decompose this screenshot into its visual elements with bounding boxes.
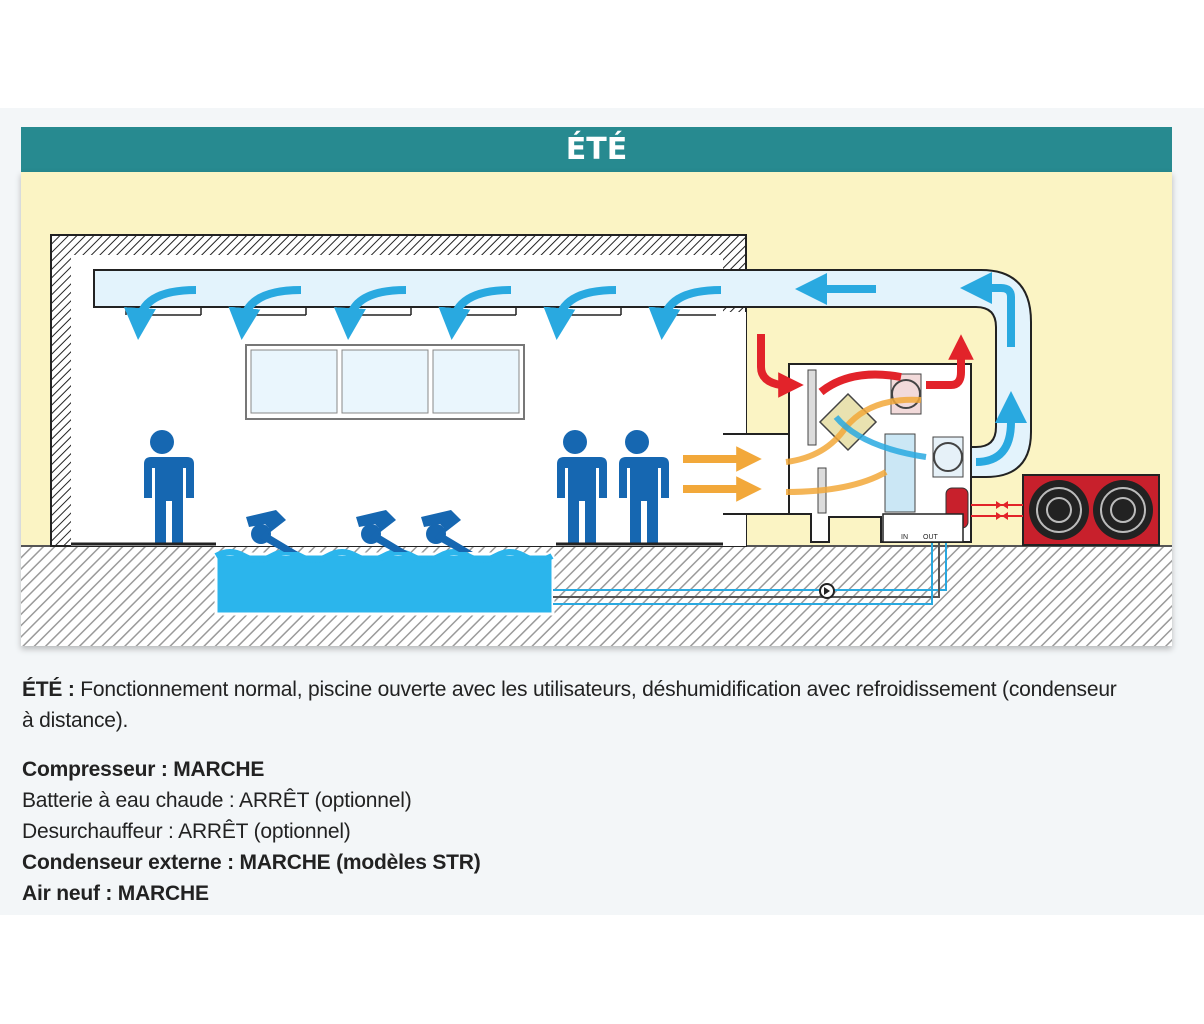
status-hot-water-coil: Batterie à eau chaude : ARRÊT (optionnel… xyxy=(22,789,412,812)
page-title: ÉTÉ xyxy=(21,127,1172,172)
pool xyxy=(214,549,555,616)
remote-condenser xyxy=(1022,474,1160,546)
refrigerant-lines xyxy=(971,501,1023,520)
swimmer-icon xyxy=(421,510,473,552)
fan-icon xyxy=(932,436,964,478)
fan-icon xyxy=(1093,480,1153,540)
fan-icon xyxy=(1029,480,1089,540)
out-label: OUT xyxy=(923,534,939,541)
in-label: IN xyxy=(901,534,908,541)
status-external-condenser: Condenseur externe : MARCHE (modèles STR… xyxy=(22,851,481,874)
season-description: Fonctionnement normal, piscine ouverte a… xyxy=(22,678,1117,732)
description-block: ÉTÉ : Fonctionnement normal, piscine ouv… xyxy=(22,674,1182,909)
person-icon xyxy=(612,430,669,543)
air-handling-unit xyxy=(785,363,972,543)
status-fresh-air: Air neuf : MARCHE xyxy=(22,882,209,905)
pool-dehumidification-diagram: IN OUT xyxy=(21,172,1172,646)
pump-icon xyxy=(819,583,835,599)
swimmer-icon xyxy=(356,510,408,552)
swimmer-icon xyxy=(246,510,298,552)
intro-text: ÉTÉ : Fonctionnement normal, piscine ouv… xyxy=(22,674,1132,736)
season-label: ÉTÉ : xyxy=(22,678,75,701)
window xyxy=(245,344,525,420)
fan-icon xyxy=(890,373,922,415)
person-icon xyxy=(550,430,607,543)
pool-water-pipes xyxy=(553,522,947,605)
status-desuperheater: Desurchauffeur : ARRÊT (optionnel) xyxy=(22,820,351,843)
person-icon xyxy=(137,430,194,543)
status-compressor: Compresseur : MARCHE xyxy=(22,758,265,781)
